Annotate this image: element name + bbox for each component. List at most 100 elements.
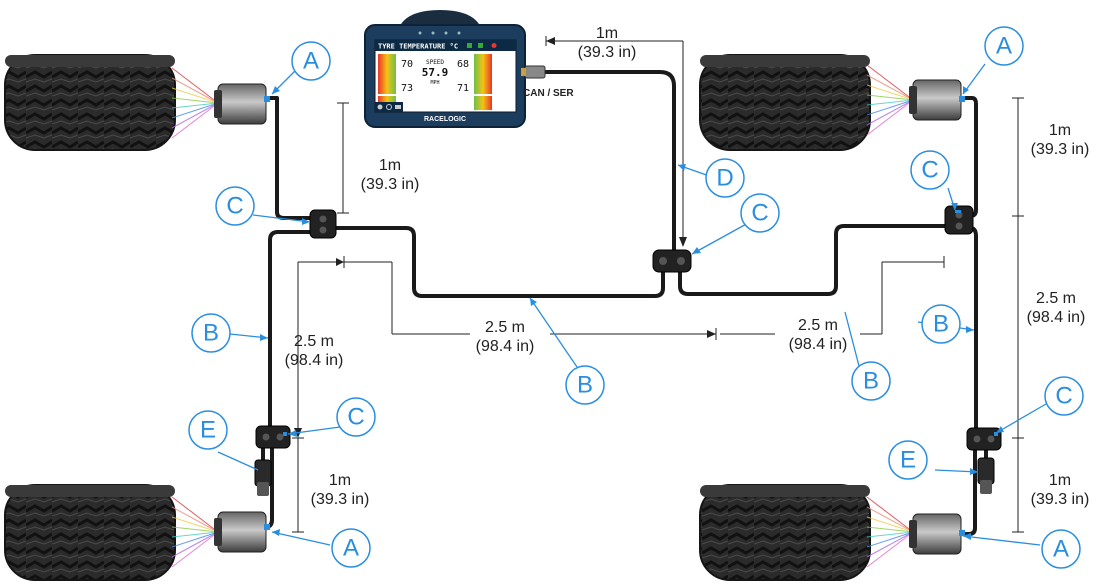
terminator-rear-left bbox=[254, 459, 272, 496]
cable-front-left-sensor bbox=[264, 96, 314, 220]
dim-right-rear-1m-in: (39.3 in) bbox=[1031, 491, 1090, 508]
dim-right-25m-vertical-in: (98.4 in) bbox=[1027, 309, 1086, 326]
svg-text:C: C bbox=[1055, 383, 1072, 410]
cable-right-vertical bbox=[968, 226, 992, 432]
dim-right-25m-in: (98.4 in) bbox=[789, 336, 848, 353]
dim-left-25m: 2.5 m bbox=[294, 333, 334, 350]
svg-text:C: C bbox=[347, 404, 364, 431]
svg-text:B: B bbox=[203, 320, 219, 347]
temp-front-right: 68 bbox=[457, 59, 469, 70]
measurement-labels: 1m (39.3 in) 1m (39.3 in) 2.5 m (98.4 in… bbox=[285, 25, 1090, 508]
svg-text:B: B bbox=[577, 372, 593, 399]
svg-text:A: A bbox=[996, 33, 1012, 60]
temp-front-left: 70 bbox=[401, 59, 413, 70]
hub-rear-right bbox=[966, 427, 1002, 451]
cable-left-to-main bbox=[332, 226, 665, 298]
callout-e-left: E bbox=[188, 410, 228, 450]
svg-text:D: D bbox=[716, 165, 733, 192]
dim-right-front-1m-in: (39.3 in) bbox=[1031, 141, 1090, 158]
temp-rear-right: 71 bbox=[457, 83, 469, 94]
sensor-rear-right bbox=[909, 513, 965, 555]
callout-arrowheads bbox=[260, 86, 1004, 540]
callout-a-rear-left: A bbox=[331, 528, 371, 568]
callout-c-right: C bbox=[910, 150, 950, 190]
dim-rear-left-1m: 1m bbox=[329, 472, 351, 489]
display-header: TYRE TEMPERATURE °C bbox=[378, 43, 458, 51]
callout-a-front-left: A bbox=[291, 41, 331, 81]
dim-left-25m-in: (98.4 in) bbox=[285, 352, 344, 369]
sensor-rear-left bbox=[214, 511, 270, 553]
dim-left-1m: 1m bbox=[379, 157, 401, 174]
dim-left-1m-in: (39.3 in) bbox=[361, 176, 420, 193]
hub-right bbox=[944, 205, 974, 235]
callout-a-rear-right: A bbox=[1041, 529, 1081, 569]
callout-c-rear-right: C bbox=[1044, 376, 1084, 416]
record-icon bbox=[386, 104, 392, 110]
svg-text:B: B bbox=[863, 368, 879, 395]
dim-right-25m-vertical: 2.5 m bbox=[1036, 290, 1076, 307]
svg-text:C: C bbox=[751, 200, 768, 227]
callout-e-right: E bbox=[888, 440, 928, 480]
display-brand: RACELOGIC bbox=[424, 116, 466, 123]
svg-text:A: A bbox=[343, 535, 359, 562]
svg-text:B: B bbox=[933, 311, 949, 338]
port-label: CAN / SER bbox=[523, 88, 574, 99]
speed-value: 57.9 bbox=[422, 66, 449, 79]
speed-unit: MPH bbox=[430, 80, 439, 86]
dim-center-25m: 2.5 m bbox=[485, 319, 525, 336]
dim-right-rear-1m: 1m bbox=[1049, 472, 1071, 489]
camera-icon bbox=[395, 105, 401, 109]
callout-c-rear-left: C bbox=[336, 397, 376, 437]
tyre-front-right bbox=[699, 54, 871, 151]
callout-a-front-right: A bbox=[984, 26, 1024, 66]
sensor-fov-front-right bbox=[866, 64, 914, 136]
hub-rear-left bbox=[255, 425, 291, 449]
display-unit: TYRE TEMPERATURE °C 70 68 73 71 SPEED 57… bbox=[364, 10, 574, 128]
callout-d: D bbox=[705, 158, 745, 198]
callout-circles: A A A A C C C C bbox=[188, 26, 1084, 569]
heat-bar-rear-right bbox=[474, 96, 492, 110]
cable-harness bbox=[260, 70, 992, 536]
speed-label: SPEED bbox=[426, 59, 444, 66]
svg-text:E: E bbox=[200, 417, 216, 444]
dim-display-1m-in: (39.3 in) bbox=[578, 44, 637, 61]
sensor-front-left bbox=[214, 83, 270, 125]
svg-text:C: C bbox=[921, 157, 938, 184]
callout-b-right-center: B bbox=[851, 361, 891, 401]
sensor-fov-front-left bbox=[171, 67, 219, 139]
callout-b-center: B bbox=[565, 365, 605, 405]
sensor-front-right bbox=[909, 79, 965, 121]
dim-right-25m: 2.5 m bbox=[798, 317, 838, 334]
settings-icon bbox=[377, 104, 383, 110]
svg-text:C: C bbox=[226, 193, 243, 220]
heat-bar-front-left bbox=[378, 54, 396, 94]
callout-b-left: B bbox=[191, 313, 231, 353]
dim-display-1m: 1m bbox=[596, 25, 618, 42]
callout-b-right: B bbox=[921, 304, 961, 344]
dimension-lines bbox=[292, 36, 1024, 533]
terminator-rear-right bbox=[977, 457, 995, 494]
sensor-fov-rear-right bbox=[866, 496, 914, 568]
dim-center-25m-in: (98.4 in) bbox=[476, 338, 535, 355]
can-ser-plug bbox=[524, 65, 546, 79]
svg-text:A: A bbox=[303, 48, 319, 75]
cable-front-right-sensor bbox=[958, 96, 978, 218]
tyre-front-left bbox=[4, 54, 176, 151]
heat-bar-front-right bbox=[474, 54, 492, 94]
cable-rear-right-sensor bbox=[958, 445, 977, 536]
sensor-fov-rear-left bbox=[171, 496, 219, 568]
temp-rear-left: 73 bbox=[401, 83, 413, 94]
svg-text:E: E bbox=[900, 447, 916, 474]
dim-rear-left-1m-in: (39.3 in) bbox=[311, 491, 370, 508]
tyre-rear-right bbox=[699, 484, 871, 581]
hub-left bbox=[309, 209, 337, 239]
hub-main bbox=[652, 249, 692, 273]
cable-left-vertical bbox=[260, 230, 314, 430]
svg-text:A: A bbox=[1053, 536, 1069, 563]
callout-c-main: C bbox=[740, 193, 780, 233]
dim-right-front-1m: 1m bbox=[1049, 122, 1071, 139]
cable-display-to-main bbox=[538, 70, 676, 254]
callout-c-left: C bbox=[215, 186, 255, 226]
cable-main-to-right bbox=[678, 224, 949, 296]
